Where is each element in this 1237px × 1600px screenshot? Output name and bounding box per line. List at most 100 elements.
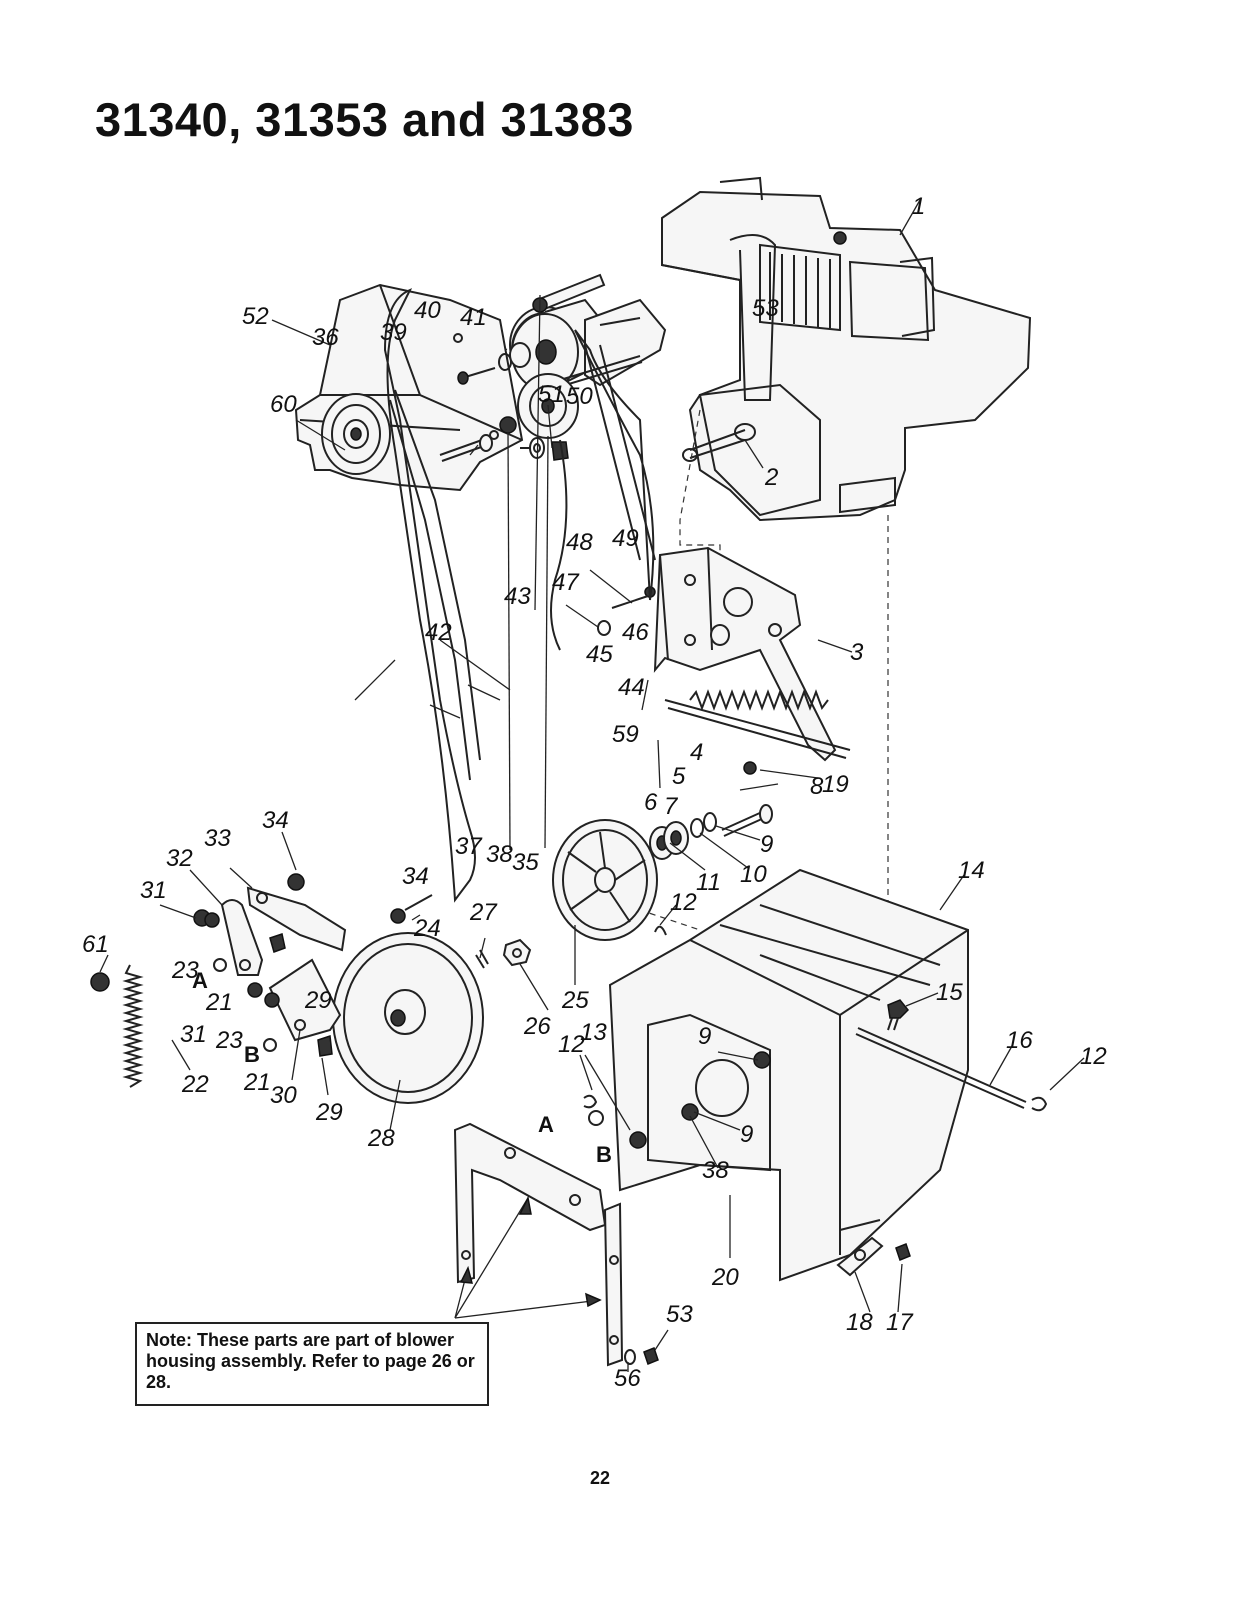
note-arrow-b-head: [585, 1292, 602, 1308]
washer-9-upper: [703, 812, 717, 832]
frame-14: [608, 868, 969, 1282]
callout-12-right: 12: [1080, 1043, 1107, 1070]
callout-47: 47: [552, 569, 580, 596]
bolt-29-upper: [269, 933, 286, 953]
callout-11: 11: [696, 869, 721, 896]
callout-24: 24: [413, 915, 441, 942]
callout-3: 3: [850, 639, 864, 666]
page-title: 31340, 31353 and 31383: [95, 93, 634, 146]
callout-18: 18: [846, 1309, 873, 1336]
pin-12-lower: [583, 1094, 598, 1109]
pin-12-upper: [654, 925, 667, 936]
callout-15: 15: [936, 979, 963, 1006]
callout-9-middle: 9: [698, 1023, 711, 1050]
reference-letters: A B A B: [192, 968, 612, 1167]
nut-61: [90, 972, 110, 992]
note-box: Note: These parts are part of blower hou…: [135, 1322, 489, 1406]
callout-51: 51: [538, 381, 565, 408]
callout-48: 48: [566, 529, 593, 556]
callout-38-upper: 38: [486, 841, 513, 868]
belt-36: [383, 288, 476, 903]
callout-33: 33: [204, 825, 231, 852]
callout-34-left: 34: [262, 807, 289, 834]
washer-58: [624, 1349, 636, 1365]
callout-50: 50: [566, 383, 593, 410]
callout-44: 44: [618, 674, 645, 701]
pulley-28: [332, 932, 484, 1104]
washer-10: [690, 818, 704, 838]
callout-60: 60: [270, 391, 297, 418]
callout-4: 4: [690, 739, 703, 766]
callout-34-right: 34: [402, 863, 429, 890]
note-arrow-a: [454, 1197, 529, 1319]
callout-40: 40: [414, 297, 441, 324]
callout-23-lower: 23: [215, 1027, 243, 1054]
callout-38-lower: 38: [702, 1157, 729, 1184]
callout-31-lower: 31: [180, 1021, 207, 1048]
spacer-41: [509, 342, 531, 368]
callout-leaders: [99, 199, 1085, 1372]
note-arrow-b: [454, 1299, 601, 1319]
callout-12-lower: 12: [558, 1031, 585, 1058]
callout-39: 39: [380, 319, 407, 346]
callout-27: 27: [469, 899, 498, 926]
nut-34-left: [287, 873, 305, 891]
callout-12-upper: 12: [670, 889, 697, 916]
nut-26-hole: [512, 948, 522, 958]
callout-21-lower: 21: [243, 1069, 271, 1096]
pin-27: [475, 949, 489, 969]
callout-35: 35: [512, 849, 539, 876]
pulley-60: [321, 393, 391, 475]
nut-23-lower: [247, 982, 263, 998]
callout-labels: 1 2 3 4 5 6 7 8 9 10 11 12 14 15 16 12 1…: [82, 193, 1107, 1392]
bolt-24: [404, 894, 433, 911]
washer-21-lower: [263, 1038, 277, 1052]
washer-13: [588, 1110, 604, 1126]
plate-18-hole: [854, 1249, 866, 1261]
bolt-39-head: [457, 371, 469, 385]
pulley-7: [552, 819, 658, 941]
callout-22: 22: [181, 1071, 209, 1098]
callout-13: 13: [580, 1019, 607, 1046]
washer-47: [597, 620, 611, 636]
callout-5: 5: [672, 763, 686, 790]
callout-6: 6: [644, 789, 658, 816]
engine: [661, 176, 1032, 522]
bolt-56: [643, 1347, 659, 1365]
bolt-17: [895, 1243, 911, 1261]
spacer-53: [710, 624, 730, 646]
bracket-33: [246, 886, 347, 952]
callout-31-upper: 31: [140, 877, 167, 904]
callout-21-upper: 21: [205, 989, 233, 1016]
callout-9-upper: 9: [760, 831, 773, 858]
callout-45: 45: [586, 641, 613, 668]
washer-31-lower: [264, 992, 280, 1008]
nut-38-upper: [499, 416, 517, 434]
note-arrow-a-head: [518, 1195, 532, 1215]
bolt-29-lower: [317, 1034, 333, 1057]
bolt-45: [599, 317, 641, 326]
callout-56: 53: [666, 1301, 693, 1328]
callout-17: 17: [886, 1309, 914, 1336]
callout-32: 32: [166, 845, 193, 872]
plate-18: [836, 1236, 884, 1277]
callout-29-lower: 29: [315, 1099, 343, 1126]
callout-46: 46: [622, 619, 649, 646]
callout-9-lower: 9: [740, 1121, 753, 1148]
engine-alignment-line: [679, 409, 721, 555]
rod-16: [855, 1027, 1027, 1109]
callout-52: 52: [242, 303, 269, 330]
bracket-32-hole: [239, 959, 251, 971]
bolt-8-head: [759, 804, 773, 824]
callout-41: 41: [460, 304, 487, 331]
callout-8: 8: [810, 773, 824, 800]
bracket-33-hole: [256, 892, 268, 904]
callout-30: 30: [270, 1082, 297, 1109]
blower-bracket-a: [453, 1122, 607, 1284]
belt-6: [574, 329, 655, 601]
nut-34-right: [390, 908, 406, 924]
callout-58: 56: [614, 1365, 641, 1392]
callout-53: 53: [752, 295, 779, 322]
callout-19: 19: [822, 771, 849, 798]
washer-21-upper: [213, 958, 227, 972]
